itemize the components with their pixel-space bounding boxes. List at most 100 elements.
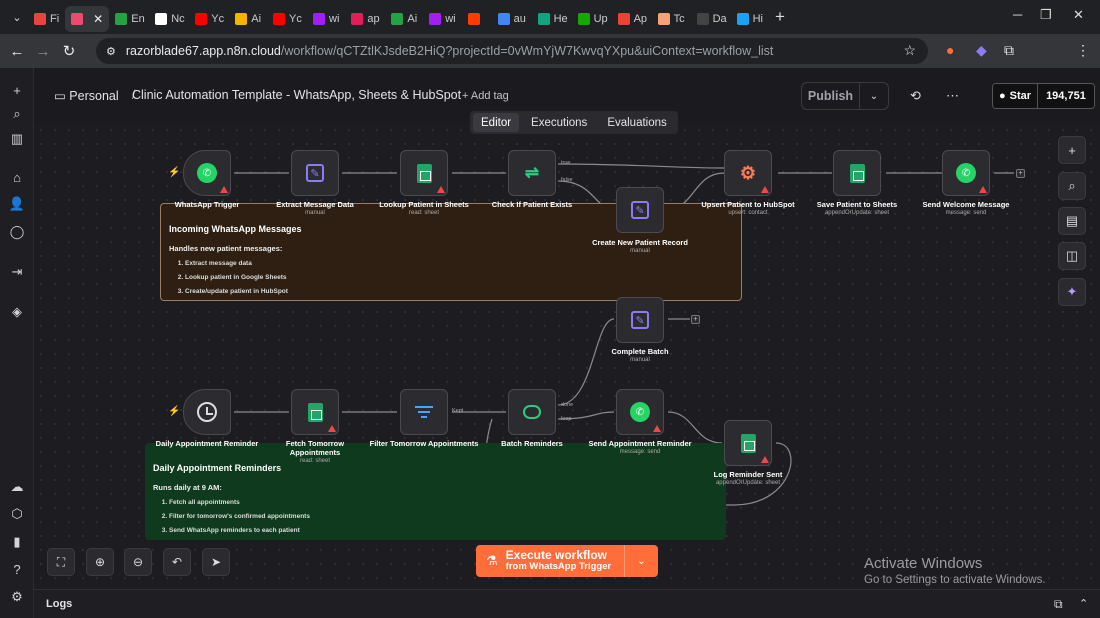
zoom-out-icon[interactable]: ⊖ — [124, 548, 152, 576]
pointer-mode-icon[interactable]: ➤ — [202, 548, 230, 576]
insights-icon[interactable]: ▮ — [13, 534, 21, 549]
sign-in-icon[interactable]: ⇥ — [11, 264, 23, 279]
expand-sidebar-icon[interactable]: + — [13, 82, 21, 98]
home-icon[interactable]: ⌂ — [13, 169, 21, 185]
browser-tab[interactable]: Yc — [189, 6, 229, 32]
popout-icon[interactable]: ⧉ — [1054, 597, 1063, 611]
node-extract-message-data[interactable]: ✎ — [291, 150, 339, 196]
extension-ai-icon[interactable]: ◆ — [976, 42, 987, 58]
node-save-patient[interactable] — [833, 150, 881, 196]
search-nodes-icon[interactable]: ⌕ — [1058, 172, 1086, 200]
browser-tab[interactable]: Nc — [149, 6, 189, 32]
node-upsert-hubspot[interactable]: ⚙ — [724, 150, 772, 196]
github-star-widget[interactable]: ●Star 194,751 — [992, 83, 1095, 109]
settings-gear-icon[interactable]: ⚙ — [11, 589, 23, 604]
panel-icon[interactable]: ▥ — [10, 131, 24, 146]
add-node-plus-icon[interactable]: + — [691, 315, 700, 324]
bookmark-star-icon[interactable]: ☆ — [903, 42, 916, 58]
site-info-icon[interactable]: ⚙ — [106, 45, 116, 58]
url-bar[interactable]: ⚙ razorblade67.app.n8n.cloud/workflow/qC… — [96, 38, 928, 64]
browser-menu-icon[interactable]: ⋮ — [1076, 42, 1090, 58]
toggle-panel-icon[interactable]: ◫ — [1058, 242, 1086, 270]
fit-view-icon[interactable]: ⛶ — [47, 548, 75, 576]
browser-tab[interactable] — [462, 6, 492, 32]
close-window-icon[interactable]: ✕ — [1073, 7, 1084, 22]
search-icon[interactable]: ⌕ — [13, 106, 21, 121]
project-breadcrumb[interactable]: ▭ Personal — [54, 89, 119, 103]
history-icon[interactable]: ⟲ — [910, 88, 921, 103]
browser-tab[interactable]: Tc — [652, 6, 691, 32]
node-daily-reminder-trigger[interactable] — [183, 389, 231, 435]
back-icon[interactable]: ← — [9, 42, 25, 60]
browser-tab[interactable]: wi — [307, 6, 345, 32]
browser-tab[interactable]: Hi — [731, 6, 769, 32]
node-lookup-patient[interactable] — [400, 150, 448, 196]
browser-tab[interactable]: Ap — [612, 6, 652, 32]
node-filter-appointments[interactable] — [400, 389, 448, 435]
node-create-patient[interactable]: ✎ — [616, 187, 664, 233]
help-icon[interactable]: ? — [13, 561, 21, 577]
publish-options-chevron-down-icon[interactable]: ⌄ — [869, 90, 879, 102]
extension-fox-icon[interactable]: ● — [946, 42, 955, 58]
browser-tab[interactable]: ✕ — [65, 6, 110, 32]
node-send-welcome[interactable]: ✆ — [942, 150, 990, 196]
browser-tab[interactable]: wi — [423, 6, 461, 32]
logs-panel-bar[interactable]: Logs ⧉ ⌃ — [34, 589, 1100, 618]
tab-executions[interactable]: Executions — [531, 116, 588, 129]
browser-tab[interactable]: Ai — [229, 6, 267, 32]
warning-icon — [761, 456, 769, 463]
extensions-icon[interactable]: ⧉ — [1004, 42, 1014, 58]
add-node-plus-icon[interactable]: + — [1016, 169, 1025, 178]
workflow-canvas[interactable]: Incoming WhatsApp Messages Handles new p… — [34, 123, 1100, 589]
cloud-icon[interactable]: ☁ — [10, 479, 24, 494]
reload-icon[interactable]: ↻ — [62, 43, 76, 60]
chevron-up-icon[interactable]: ⌃ — [1079, 598, 1089, 610]
more-options-icon[interactable]: ⋯ — [946, 88, 959, 103]
undo-icon[interactable]: ↶ — [163, 548, 191, 576]
node-whatsapp-trigger[interactable]: ✆ — [183, 150, 231, 196]
whatsapp-icon: ✆ — [197, 163, 217, 183]
github-star-button[interactable]: ●Star — [993, 84, 1038, 108]
execute-options-chevron-down-icon[interactable]: ⌄ — [624, 545, 658, 577]
tab-close-icon[interactable]: ✕ — [93, 12, 104, 26]
chat-icon[interactable]: ◯ — [9, 224, 25, 239]
node-log-reminder[interactable] — [724, 420, 772, 466]
node-fetch-appointments[interactable] — [291, 389, 339, 435]
restore-icon[interactable]: ❐ — [1040, 7, 1052, 22]
workflow-title[interactable]: Clinic Automation Template - WhatsApp, S… — [132, 88, 462, 102]
github-star-count: 194,751 — [1037, 84, 1094, 108]
browser-tab[interactable]: au — [492, 6, 532, 32]
add-tag-button[interactable]: + Add tag — [462, 90, 509, 102]
browser-tab[interactable]: En — [109, 6, 149, 32]
browser-tab[interactable]: Da — [691, 6, 731, 32]
browser-tab[interactable]: He — [532, 6, 572, 32]
browser-tab[interactable]: Up — [572, 6, 612, 32]
browser-tab[interactable]: Yc — [267, 6, 307, 32]
minimize-icon[interactable]: ─ — [1013, 7, 1023, 22]
sticky-note-icon[interactable]: ▤ — [1058, 207, 1086, 235]
sticky-note-daily[interactable]: Daily Appointment Reminders Runs daily a… — [145, 443, 726, 540]
node-complete-batch[interactable]: ✎ — [616, 297, 664, 343]
templates-icon[interactable]: ⬡ — [11, 506, 23, 521]
forward-icon[interactable]: → — [35, 42, 51, 60]
user-icon[interactable]: 👤 — [8, 196, 26, 211]
publish-button[interactable]: Publish — [802, 83, 860, 109]
node-batch-reminders[interactable] — [508, 389, 556, 435]
tab-search-icon[interactable]: ⌄ — [12, 11, 22, 24]
browser-tab[interactable]: Ai — [385, 6, 423, 32]
zoom-in-icon[interactable]: ⊕ — [86, 548, 114, 576]
node-check-patient-exists[interactable]: ⇌ — [508, 150, 556, 196]
tab-favicon-icon — [736, 13, 749, 25]
node-send-appointment-reminder[interactable]: ✆ — [616, 389, 664, 435]
browser-tab[interactable]: ap — [345, 6, 385, 32]
execute-workflow-button[interactable]: ⚗ Execute workflow from WhatsApp Trigger… — [476, 545, 658, 577]
ai-assistant-sparkle-icon[interactable]: ✦ — [1058, 278, 1086, 306]
tab-favicon-icon — [115, 13, 128, 25]
new-tab-icon[interactable]: + — [774, 7, 785, 26]
execute-workflow-main[interactable]: ⚗ Execute workflow from WhatsApp Trigger — [476, 545, 624, 577]
tab-editor[interactable]: Editor — [473, 113, 520, 132]
add-node-plus-icon[interactable]: + — [1058, 136, 1086, 164]
layers-icon[interactable]: ◈ — [12, 304, 22, 319]
tab-evaluations[interactable]: Evaluations — [607, 116, 667, 129]
browser-tab[interactable]: Fi — [28, 6, 65, 32]
